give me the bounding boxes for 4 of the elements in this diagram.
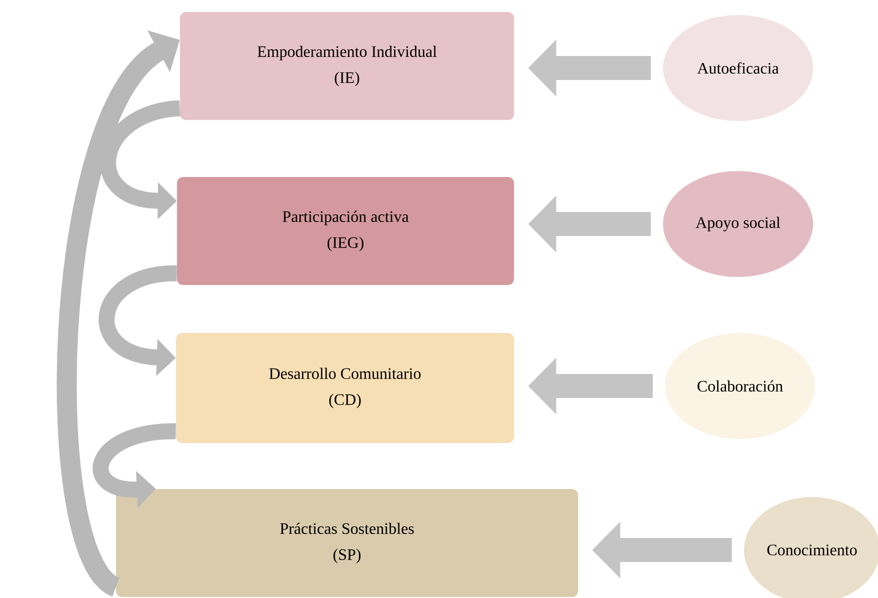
process-box: Prácticas Sostenibles (SP) [116, 489, 578, 597]
process-box: Participación activa (IEG) [177, 177, 514, 285]
process-box: Desarrollo Comunitario (CD) [176, 333, 514, 443]
process-box: Empoderamiento Individual (IE) [180, 12, 514, 120]
